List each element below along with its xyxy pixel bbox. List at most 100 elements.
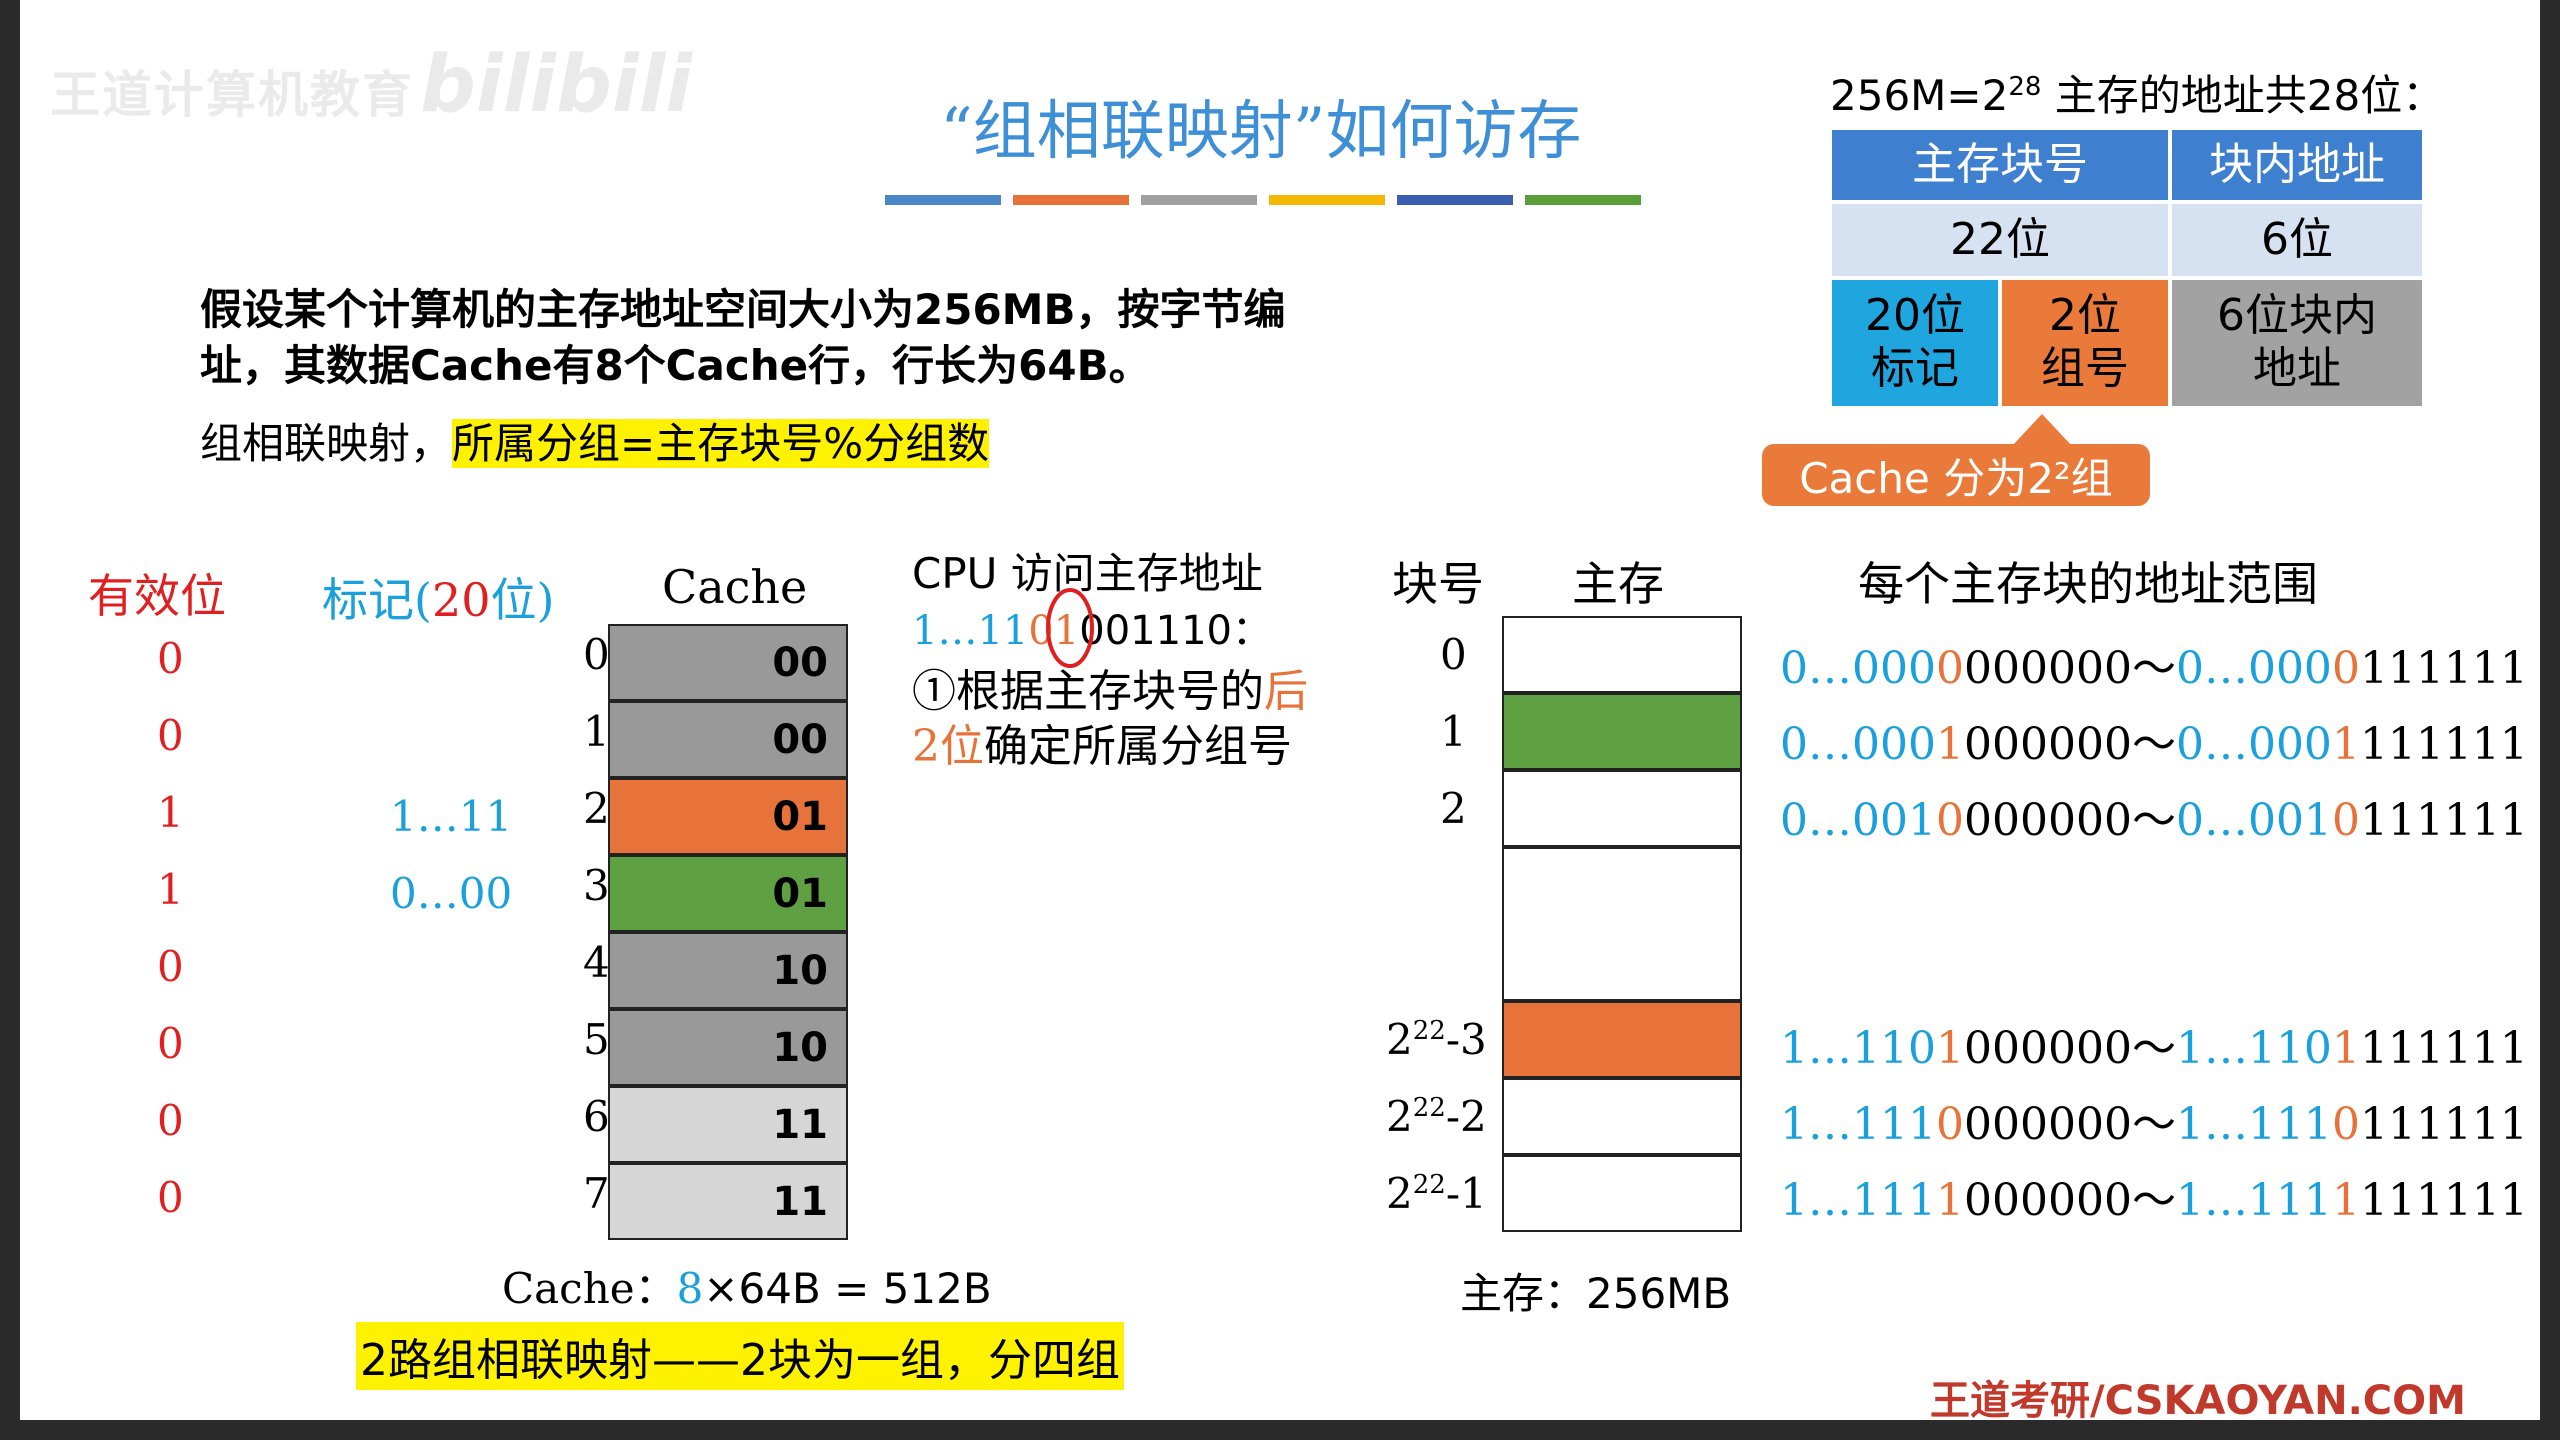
range-start-offset: 000000～ <box>1963 1175 2176 1226</box>
offset-bits-cell: 6位块内地址 <box>2170 278 2424 408</box>
cache-line: 00 <box>608 701 848 778</box>
cache-line: 10 <box>608 1009 848 1086</box>
address-group-part: 01 <box>1028 608 1080 654</box>
address-range-row: 1…1110000000～1…1110111111 <box>1780 1088 2528 1152</box>
mapping-rule-highlight: 所属分组=主存块号%分组数 <box>452 419 990 468</box>
caption-exp: 28 <box>2008 72 2042 102</box>
valid-bit: 1 <box>157 865 184 914</box>
problem-line-3: 组相联映射，所属分组=主存块号%分组数 <box>200 410 990 471</box>
red-circle-mark <box>1046 588 1094 668</box>
title-underline-bars <box>885 195 1641 205</box>
range-start-offset: 000000～ <box>1963 1099 2176 1150</box>
range-start-group: 0 <box>1935 1099 1964 1150</box>
step-orange: 后 <box>1264 666 1308 717</box>
range-end-tag: 1…111 <box>2175 1099 2332 1150</box>
tag-bits-cell: 20位标记 <box>1830 278 2000 408</box>
range-start-tag: 0…000 <box>1780 643 1936 694</box>
range-start-offset: 000000～ <box>1963 719 2176 770</box>
block-number-label: 222-2 <box>1386 1092 1487 1141</box>
header-tag-num: 20 <box>431 573 491 627</box>
cache-line-number: 1 <box>583 707 610 756</box>
mapping-rule-prefix: 组相联映射， <box>200 419 453 468</box>
header-cache: Cache <box>662 560 808 614</box>
title-bar <box>1397 195 1513 205</box>
range-end-offset: 111111 <box>2359 643 2528 694</box>
cache-group-callout: Cache 分为2²组 <box>1762 414 2150 506</box>
valid-bit: 0 <box>157 711 184 760</box>
cache-line-number: 5 <box>583 1015 610 1064</box>
header-main-memory: 主存 <box>1572 557 1664 611</box>
range-start-offset: 000000～ <box>1963 1023 2176 1074</box>
range-end-tag: 0…000 <box>2175 719 2332 770</box>
range-end-offset: 111111 <box>2359 795 2528 846</box>
memory-block <box>1502 1078 1742 1155</box>
cache-line: 11 <box>608 1086 848 1163</box>
address-range-row: 1…1111000000～1…1111111111 <box>1780 1164 2528 1228</box>
range-start-tag: 1…110 <box>1780 1023 1936 1074</box>
valid-bit: 0 <box>157 1173 184 1222</box>
block-number-label: 222-1 <box>1386 1169 1487 1218</box>
range-start-tag: 0…000 <box>1780 719 1936 770</box>
range-end-offset: 111111 <box>2359 1099 2528 1150</box>
range-end-tag: 1…110 <box>2175 1023 2332 1074</box>
cache-line: 00 <box>608 624 848 701</box>
memory-block <box>1502 1155 1742 1232</box>
bilibili-logo: bilibili <box>420 40 693 130</box>
header-valid-bit: 有效位 <box>88 569 226 623</box>
memory-block <box>1502 770 1742 847</box>
memory-block <box>1502 616 1742 693</box>
step2-orange: 2位 <box>912 721 984 772</box>
header-tag-main: 标记( <box>322 573 432 627</box>
range-start-tag: 1…111 <box>1780 1175 1936 1226</box>
address-range-row: 1…1101000000～1…1101111111 <box>1780 1012 2528 1076</box>
valid-bit: 0 <box>157 1019 184 1068</box>
range-start-tag: 1…111 <box>1780 1099 1936 1150</box>
range-start-group: 1 <box>1935 1175 1964 1226</box>
address-range-row: 0…0010000000～0…0010111111 <box>1780 784 2528 848</box>
block-number-label: 222-3 <box>1386 1015 1487 1064</box>
title-bar <box>1269 195 1385 205</box>
address-offset-part: 001110： <box>1079 608 1272 654</box>
range-start-offset: 000000～ <box>1963 643 2176 694</box>
range-start-group: 1 <box>1935 1023 1964 1074</box>
head-block-offset: 块内地址 <box>2170 128 2424 202</box>
caption-suffix: 主存的地址共28位： <box>2041 71 2445 120</box>
cache-size-num: 8 <box>676 1264 704 1313</box>
range-end-tag: 0…001 <box>2175 795 2332 846</box>
range-end-tag: 1…111 <box>2175 1175 2332 1226</box>
cache-line-number: 0 <box>583 630 610 679</box>
block-number-label: 1 <box>1440 707 1467 756</box>
cache-line: 10 <box>608 932 848 1009</box>
range-end-group: 0 <box>2331 643 2360 694</box>
cache-line-number: 6 <box>583 1092 610 1141</box>
range-start-group: 0 <box>1935 643 1964 694</box>
slide: 王道计算机教育 bilibili “组相联映射”如何访存 256M=228 主存… <box>20 0 2540 1420</box>
slide-title: “组相联映射”如何访存 <box>940 95 1582 169</box>
group-bits-cell: 2位组号 <box>2000 278 2170 408</box>
cache-size: Cache：8×64B = 512B <box>502 1255 992 1316</box>
valid-bit: 0 <box>157 1096 184 1145</box>
step2-rest: 确定所属分组号 <box>984 721 1292 772</box>
bits-block-number: 22位 <box>1830 202 2170 278</box>
block-number-label: 2 <box>1440 784 1467 833</box>
memory-size: 主存：256MB <box>1460 1269 1732 1318</box>
problem-line-2: 址，其数据Cache有8个Cache行，行长为64B。 <box>200 341 1151 390</box>
header-tag-end: 位) <box>490 573 555 627</box>
memory-block <box>1502 1001 1742 1078</box>
two-way-note: 2路组相联映射——2块为一组，分四组 <box>356 1322 1124 1390</box>
tag-value: 1…11 <box>390 792 513 841</box>
watermark-text: 王道计算机教育 <box>50 66 414 124</box>
title-bar <box>1525 195 1641 205</box>
title-bar <box>1013 195 1129 205</box>
header-tag: 标记(20位) <box>322 564 554 630</box>
title-bar <box>1141 195 1257 205</box>
cache-line-number: 3 <box>583 861 610 910</box>
range-end-offset: 111111 <box>2359 1023 2528 1074</box>
cache-line: 01 <box>608 855 848 932</box>
header-address-range: 每个主存块的地址范围 <box>1858 557 2318 611</box>
range-end-group: 0 <box>2331 1099 2360 1150</box>
header-block-number: 块号 <box>1392 557 1484 611</box>
tag-value: 0…00 <box>390 869 513 918</box>
valid-bit: 1 <box>157 788 184 837</box>
range-start-group: 1 <box>1935 719 1964 770</box>
